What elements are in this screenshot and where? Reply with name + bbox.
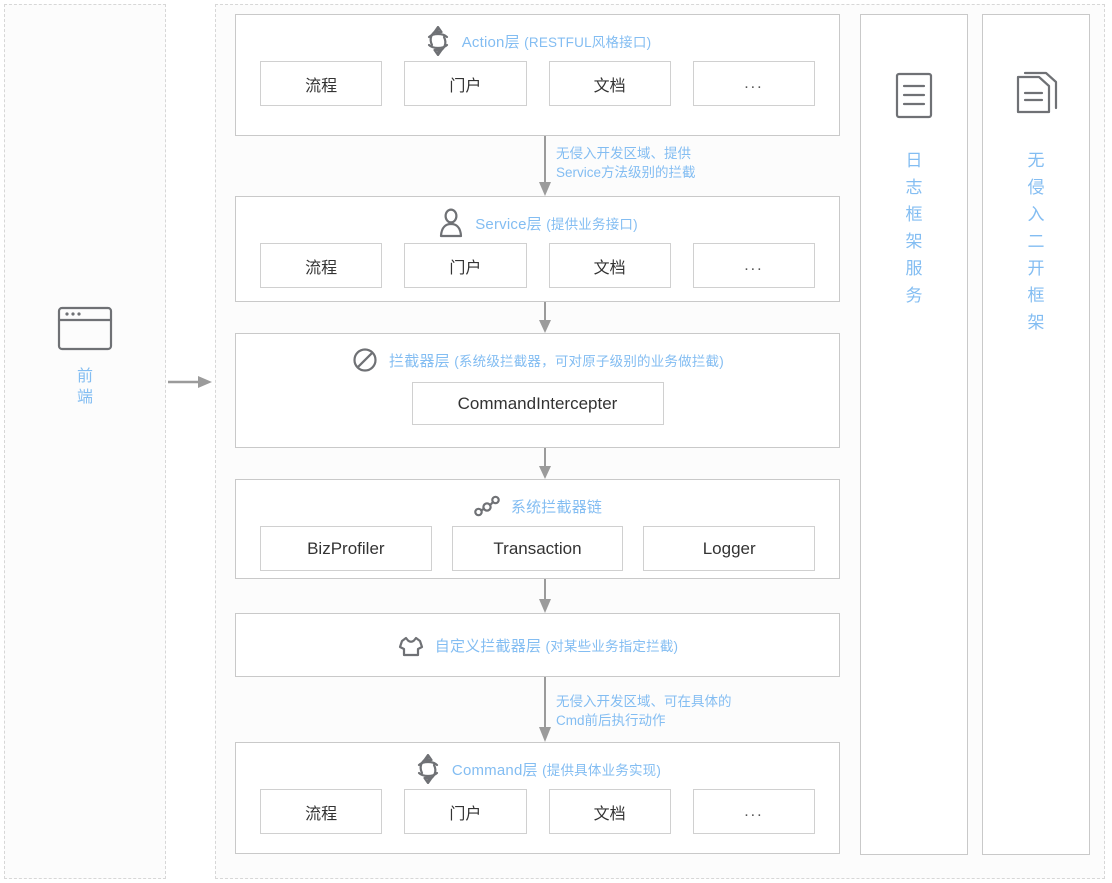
connector-chain-custom — [539, 579, 551, 613]
layer-interceptor-title: 拦截器层 (系统级拦截器，可对原子级别的业务做拦截) — [389, 350, 724, 371]
chip-action-2[interactable]: 文档 — [548, 61, 671, 106]
connector-note-2-line1: 无侵入开发区域、可在具体的 — [556, 694, 732, 709]
chip-chain-2[interactable]: Logger — [643, 526, 816, 571]
side-panel-extension-framework: 无侵入二开框架 — [982, 14, 1090, 855]
layer-action-chips: 流程 门户 文档 ... — [236, 61, 839, 122]
chip-service-0[interactable]: 流程 — [260, 243, 383, 288]
layer-command: Command层 (提供具体业务实现) 流程 门户 文档 ... — [235, 742, 840, 854]
orbit-rotate-icon — [417, 754, 439, 784]
layer-service-title-main: Service层 — [475, 215, 542, 233]
layer-command-chips: 流程 门户 文档 ... — [236, 789, 839, 850]
chip-action-3[interactable]: ... — [692, 61, 815, 106]
layer-command-subtitle: (提供具体业务实现) — [542, 762, 662, 778]
chip-action-1[interactable]: 门户 — [404, 61, 527, 106]
side-panel-extension-label: 无侵入二开框架 — [1027, 151, 1045, 332]
frontend-label: 前端 — [76, 368, 93, 406]
connector-interceptor-chain — [539, 448, 551, 479]
layer-chain-header: 系统拦截器链 — [236, 480, 839, 526]
chip-command-1[interactable]: 门户 — [404, 789, 527, 834]
connector-action-service — [539, 136, 551, 196]
connector-note-1-line1: 无侵入开发区域、提供 — [556, 146, 691, 161]
chip-service-1[interactable]: 门户 — [404, 243, 527, 288]
layer-service-chips: 流程 门户 文档 ... — [236, 243, 839, 304]
tshirt-icon — [398, 636, 423, 657]
layer-action: Action层 (RESTFUL风格接口) 流程 门户 文档 ... — [235, 14, 840, 136]
layer-command-title: Command层 (提供具体业务实现) — [452, 759, 661, 780]
layer-chain-title-main: 系统拦截器链 — [510, 498, 603, 516]
connector-service-interceptor — [539, 302, 551, 333]
layer-custom-subtitle: (对某些业务指定拦截) — [545, 638, 679, 654]
layer-interceptor-subtitle: (系统级拦截器，可对原子级别的业务做拦截) — [454, 353, 724, 369]
chip-command-intercepter[interactable]: CommandIntercepter — [411, 382, 664, 425]
side-panel-log-framework: 日志框架服务 — [860, 14, 968, 855]
layer-action-subtitle: (RESTFUL风格接口) — [524, 34, 652, 50]
side-panel-log-label: 日志框架服务 — [905, 151, 923, 305]
entry-arrow-icon — [168, 376, 212, 388]
layer-action-header: Action层 (RESTFUL风格接口) — [236, 15, 839, 61]
connector-note-2: 无侵入开发区域、可在具体的 Cmd前后执行动作 — [556, 692, 732, 730]
layer-interceptor-title-main: 拦截器层 — [389, 352, 450, 370]
user-person-icon — [440, 208, 463, 238]
chip-command-0[interactable]: 流程 — [260, 789, 383, 834]
chain-nodes-icon — [474, 495, 500, 517]
chip-action-0[interactable]: 流程 — [260, 61, 383, 106]
layer-service-header: Service层 (提供业务接口) — [236, 197, 839, 243]
layer-interceptor: 拦截器层 (系统级拦截器，可对原子级别的业务做拦截) CommandInterc… — [235, 333, 840, 448]
frontend-block: 前端 — [40, 305, 130, 408]
layer-action-title-main: Action层 — [461, 33, 520, 51]
layer-command-title-main: Command层 — [451, 761, 538, 779]
layer-custom-title-main: 自定义拦截器层 — [434, 637, 542, 655]
layer-chain-chips: BizProfiler Transaction Logger — [236, 526, 839, 585]
chip-command-3[interactable]: ... — [692, 789, 815, 834]
layer-custom-interceptor: 自定义拦截器层 (对某些业务指定拦截) — [235, 613, 840, 677]
layer-custom-header: 自定义拦截器层 (对某些业务指定拦截) — [236, 614, 839, 676]
layer-chain-title: 系统拦截器链 — [511, 496, 602, 517]
chip-command-2[interactable]: 文档 — [548, 789, 671, 834]
connector-custom-command — [539, 677, 551, 742]
layer-custom-title: 自定义拦截器层 (对某些业务指定拦截) — [435, 635, 678, 656]
chip-chain-1[interactable]: Transaction — [451, 526, 624, 571]
document-lines-icon — [895, 72, 933, 119]
no-entry-block-icon — [353, 348, 377, 372]
layer-service-title: Service层 (提供业务接口) — [475, 213, 638, 234]
connector-note-1: 无侵入开发区域、提供 Service方法级别的拦截 — [556, 144, 696, 182]
documents-copy-icon — [1016, 71, 1058, 114]
chip-service-3[interactable]: ... — [692, 243, 815, 288]
chip-chain-0[interactable]: BizProfiler — [260, 526, 432, 571]
connector-note-1-line2: Service方法级别的拦截 — [556, 165, 696, 180]
chip-service-2[interactable]: 文档 — [548, 243, 671, 288]
connector-note-2-line2: Cmd前后执行动作 — [556, 713, 666, 728]
layer-action-title: Action层 (RESTFUL风格接口) — [462, 31, 652, 52]
layer-command-header: Command层 (提供具体业务实现) — [236, 743, 839, 789]
layer-chain: 系统拦截器链 BizProfiler Transaction Logger — [235, 479, 840, 579]
layer-service: Service层 (提供业务接口) 流程 门户 文档 ... — [235, 196, 840, 302]
layer-interceptor-header: 拦截器层 (系统级拦截器，可对原子级别的业务做拦截) — [236, 334, 839, 380]
layer-service-subtitle: (提供业务接口) — [546, 216, 638, 232]
orbit-rotate-icon — [427, 26, 448, 56]
frontend-zone — [4, 4, 166, 879]
browser-window-icon — [57, 306, 113, 351]
